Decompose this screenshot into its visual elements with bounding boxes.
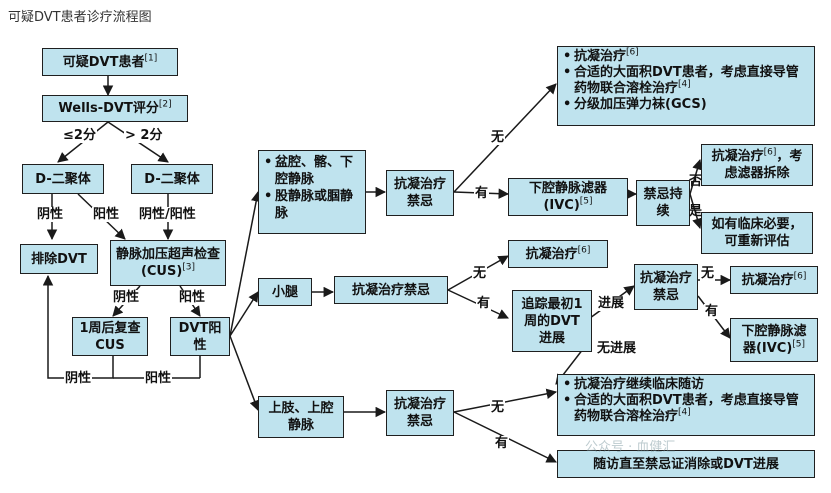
label-yes-3: 有: [494, 436, 510, 451]
ivc-filter-box-1: 下腔静脉滤器(IVC)[5]: [508, 178, 628, 216]
label-no-progress: 无进展: [596, 341, 638, 356]
pelvic-femoral-box: 盆腔、髂、下腔静脉 股静脉或腘静脉: [258, 150, 366, 234]
ivc-filter-box-2: 下腔静脉滤器(IVC)[5]: [730, 318, 818, 362]
treat-anticoag-item: 抗凝治疗[6]: [563, 48, 810, 65]
label-le2: ≤2分: [62, 128, 97, 143]
follow-anticoag-item: 抗凝治疗继续临床随访: [563, 377, 810, 393]
contraindication-box-1: 抗凝治疗禁忌: [386, 170, 454, 216]
label-loop-pos: 阳性: [144, 371, 173, 386]
contraindication-box-4: 抗凝治疗禁忌: [634, 264, 698, 310]
label-none-4: 无: [700, 266, 716, 281]
label-loop-neg: 阴性: [64, 371, 93, 386]
label-gt2: > 2分: [124, 128, 164, 143]
filter-removal-box: 抗凝治疗[6]，考虑滤器拆除: [701, 144, 813, 186]
label-progress: 进展: [597, 296, 626, 311]
page-title: 可疑DVT患者诊疗流程图: [8, 10, 152, 25]
label-yes-2: 有: [476, 296, 492, 311]
cus-box: 静脉加压超声检查(CUS)[3]: [110, 240, 226, 286]
anticoag-right-box: 抗凝治疗[6]: [730, 266, 818, 294]
treat-gcs-item: 分级加压弹力袜(GCS): [563, 97, 810, 113]
upper-limb-box: 上肢、上腔静脉: [258, 396, 344, 438]
label-ddimer-negpos: 阴性/阳性: [138, 207, 197, 222]
label-yes-persist: 是: [689, 204, 703, 219]
label-none-1: 无: [490, 130, 506, 145]
suspected-dvt-box: 可疑DVT患者[1]: [42, 48, 178, 76]
persistent-contra-box: 禁忌持续: [636, 180, 690, 226]
reevaluate-box: 如有临床必要，可重新评估: [701, 212, 813, 254]
top-treatment-box: 抗凝治疗[6] 合适的大面积DVT患者，考虑直接导管药物联合溶栓治疗[4] 分级…: [557, 46, 815, 126]
follow-up-box: 抗凝治疗继续临床随访 合适的大面积DVT患者，考虑直接导管药物联合溶栓治疗[4]: [557, 374, 815, 436]
label-ddimer-neg: 阴性: [36, 207, 65, 222]
treat-thrombolysis-item: 合适的大面积DVT患者，考虑直接导管药物联合溶栓治疗[4]: [563, 65, 810, 97]
dvt-positive-box: DVT阳性: [170, 317, 230, 356]
calf-box: 小腿: [258, 278, 312, 306]
watermark: 公众号 · 血健汇: [585, 440, 676, 455]
label-no-persist: 否: [689, 174, 703, 189]
label-yes-1: 有: [474, 186, 490, 201]
pelvic-item: 盆腔、髂、下腔静脉: [264, 154, 361, 188]
ddimer-high-box: D-二聚体: [131, 164, 213, 194]
contraindication-box-2: 抗凝治疗禁忌: [334, 276, 448, 304]
label-none-3: 无: [490, 400, 506, 415]
wells-score-box: Wells-DVT评分[2]: [42, 95, 188, 122]
femoral-item: 股静脉或腘静脉: [264, 188, 361, 222]
track-progress-box: 追踪最初1周的DVT进展: [512, 290, 592, 352]
contraindication-box-3: 抗凝治疗禁忌: [386, 390, 454, 436]
label-ddimer-pos: 阳性: [92, 207, 121, 222]
recheck-cus-box: 1周后复查CUS: [72, 317, 148, 356]
follow-thrombolysis-item: 合适的大面积DVT患者，考虑直接导管药物联合溶栓治疗[4]: [563, 393, 810, 425]
follow-until-box: 随访直至禁忌证消除或DVT进展: [557, 450, 815, 478]
exclude-dvt-box: 排除DVT: [20, 244, 98, 274]
label-none-2: 无: [472, 266, 488, 281]
label-cus-pos: 阳性: [178, 290, 207, 305]
calf-anticoag-box: 抗凝治疗[6]: [508, 240, 608, 268]
label-cus-neg: 阴性: [112, 290, 141, 305]
ddimer-low-box: D-二聚体: [22, 164, 104, 194]
label-yes-4: 有: [704, 304, 720, 319]
